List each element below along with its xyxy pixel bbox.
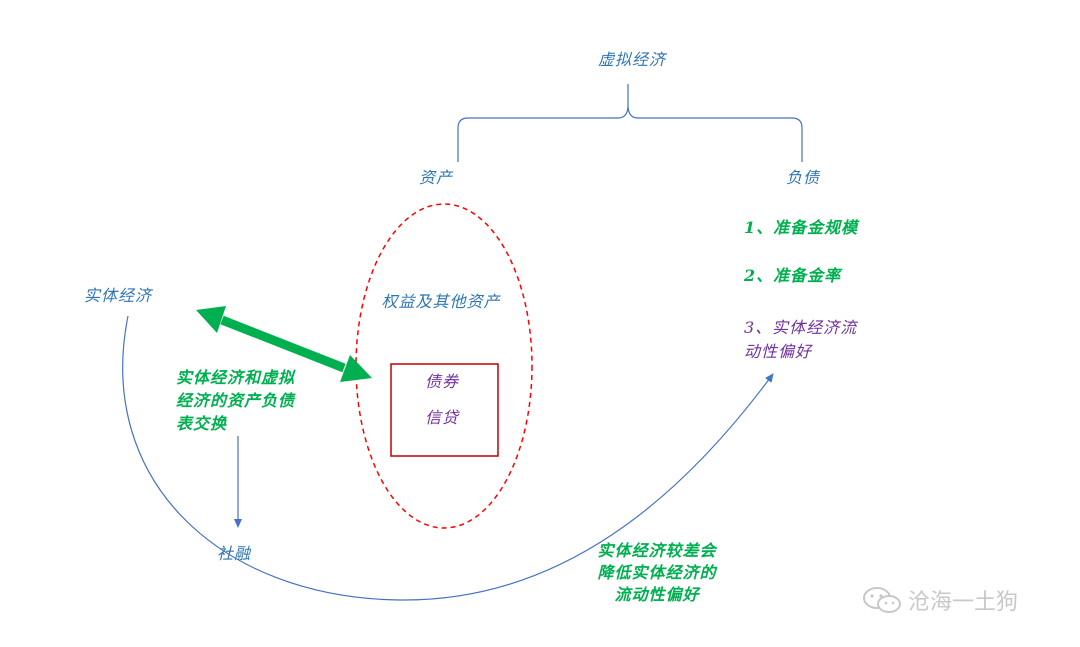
watermark-text: 沧海一土狗	[908, 590, 1019, 615]
real-economy-label: 实体经济	[84, 286, 153, 305]
liability-item-liquidity-preference: 3、实体经济流 动性偏好	[744, 318, 858, 361]
bonds-label: 债券	[425, 372, 460, 391]
liability-item-reserve-ratio: 2、准备金率	[744, 266, 842, 285]
liabilities-label: 负债	[785, 168, 821, 187]
credit-label: 信贷	[425, 408, 460, 427]
social-financing-label: 社融	[217, 544, 252, 563]
liability-item-reserve-size: 1、准备金规模	[744, 218, 859, 237]
balance-sheet-swap-label: 实体经济和虚拟 经济的资产负债 表交换	[176, 368, 296, 433]
watermark: 沧海一土狗	[862, 584, 1018, 616]
swap-double-arrow	[196, 306, 372, 382]
assets-label: 资产	[418, 168, 454, 187]
wechat-icon	[863, 587, 901, 613]
bonds-credit-box	[390, 363, 499, 457]
asset-pool-ellipse	[355, 203, 533, 529]
virtual-economy-label: 虚拟经济	[597, 50, 667, 69]
equity-other-assets-label: 权益及其他资产	[381, 292, 501, 311]
virtual-economy-brace	[457, 84, 803, 162]
curved-arrow-liquidity	[122, 315, 774, 601]
poor-real-economy-label: 实体经济较差会 降低实体经济的 流动性偏好	[597, 541, 717, 604]
